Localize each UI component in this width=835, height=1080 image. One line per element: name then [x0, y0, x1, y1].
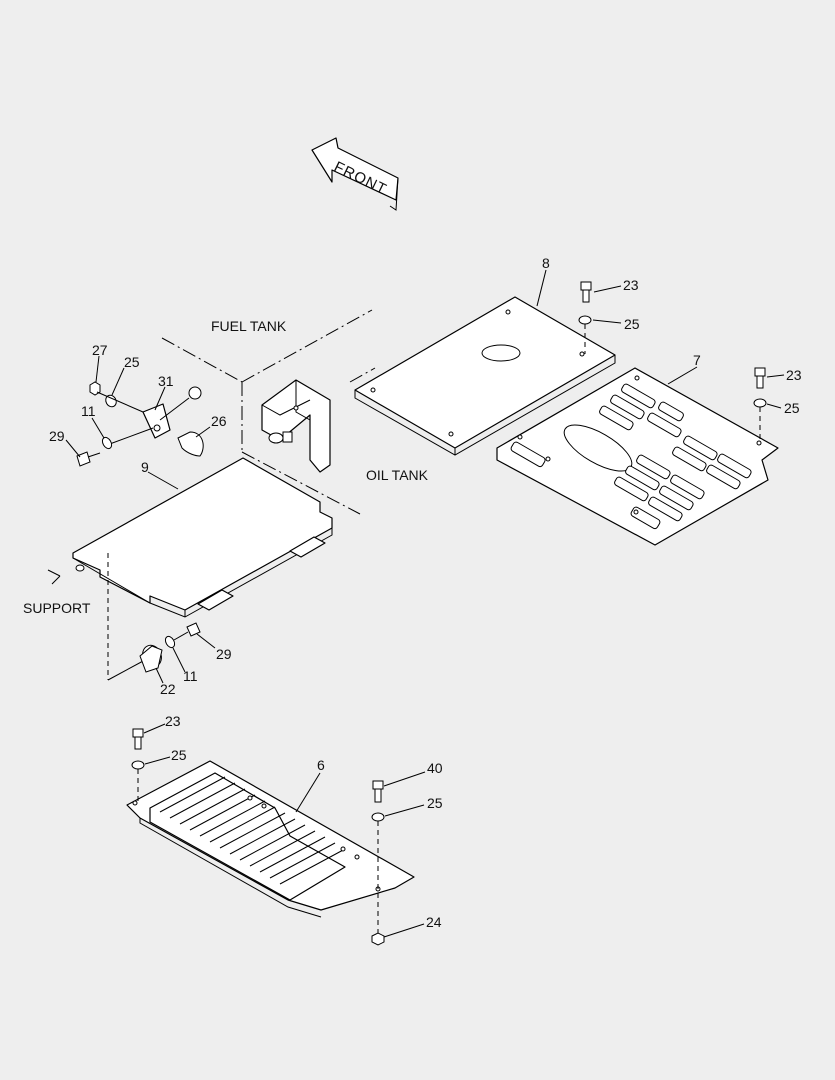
callout-25: 25 [171, 747, 187, 763]
callout-25: 25 [427, 795, 443, 811]
side-plate-9 [72, 457, 333, 681]
callout-11: 11 [81, 403, 96, 419]
callout-23: 23 [623, 277, 639, 293]
cover-plate-7 [496, 367, 779, 546]
callout-27: 27 [92, 342, 108, 358]
callout-23: 23 [786, 367, 802, 383]
fuel-tank-label: FUEL TANK [211, 318, 287, 334]
callout-25: 25 [124, 354, 140, 370]
callout-25: 25 [624, 316, 640, 332]
callout-29: 29 [49, 428, 65, 444]
cover-plate-8 [354, 296, 616, 456]
callout-31: 31 [158, 373, 174, 389]
callouts: 8 23 25 7 23 25 27 25 31 11 26 29 9 29 1… [49, 255, 802, 930]
front-arrow: FRONT [311, 137, 399, 211]
callout-29: 29 [216, 646, 232, 662]
support-pin [47, 569, 61, 585]
grating-plate-6 [126, 760, 415, 918]
callout-11: 11 [183, 668, 198, 684]
support-label: SUPPORT [23, 600, 91, 616]
callout-9: 9 [141, 459, 149, 475]
leader-lines [65, 269, 785, 938]
callout-24: 24 [426, 914, 442, 930]
callout-23: 23 [165, 713, 181, 729]
callout-8: 8 [542, 255, 550, 271]
callout-40: 40 [427, 760, 443, 776]
tank-bracket [261, 379, 331, 473]
callout-7: 7 [693, 352, 701, 368]
oil-tank-label: OIL TANK [366, 467, 429, 483]
callout-6: 6 [317, 757, 325, 773]
hardware [76, 281, 767, 946]
callout-25: 25 [784, 400, 800, 416]
callout-26: 26 [211, 413, 227, 429]
tank-outline [161, 309, 376, 515]
callout-22: 22 [160, 681, 176, 697]
